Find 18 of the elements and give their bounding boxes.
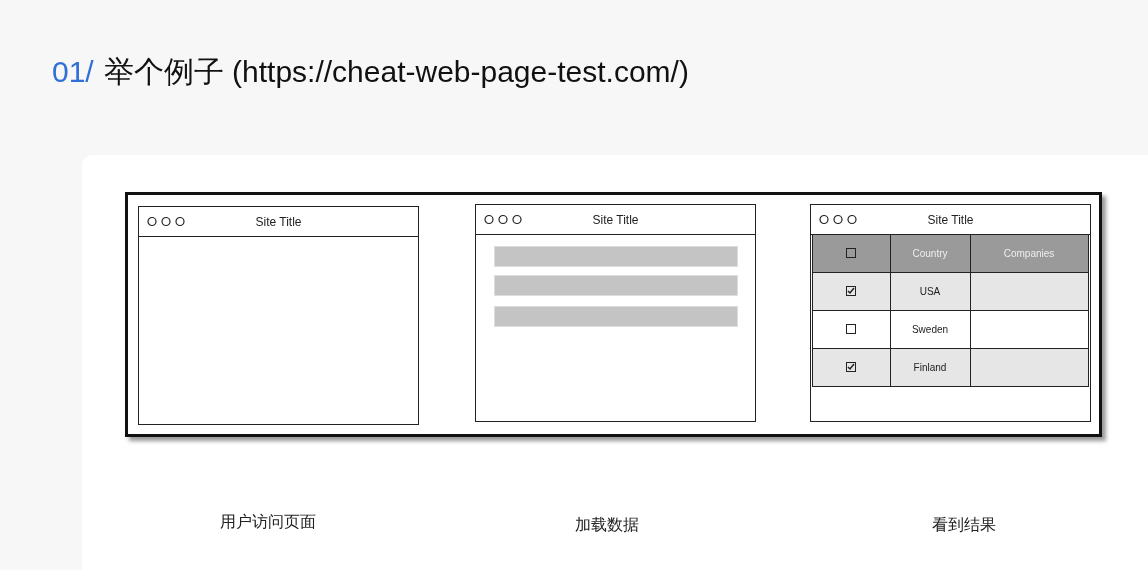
caption: 用户访问页面 — [220, 512, 316, 532]
column-header: Companies — [1003, 247, 1055, 259]
site-title: Site Title — [255, 214, 302, 229]
column-header: Country — [912, 247, 948, 259]
loading-bar — [494, 275, 738, 296]
caption: 看到结果 — [932, 515, 996, 535]
caption: 加载数据 — [575, 515, 639, 535]
page-title: 01/ 举个例子 (https://cheat-web-page-test.com/) — [52, 54, 689, 90]
site-title: Site Title — [592, 212, 639, 227]
site-title: Site Title — [927, 212, 974, 227]
browser-window — [138, 206, 419, 425]
loading-bar — [494, 306, 738, 327]
table-text: Finland — [913, 361, 947, 373]
loading-bar — [494, 246, 738, 267]
browser-window — [810, 204, 1091, 422]
table-text: USA — [919, 285, 941, 297]
browser-window — [475, 204, 756, 422]
table-text: Sweden — [911, 323, 949, 335]
